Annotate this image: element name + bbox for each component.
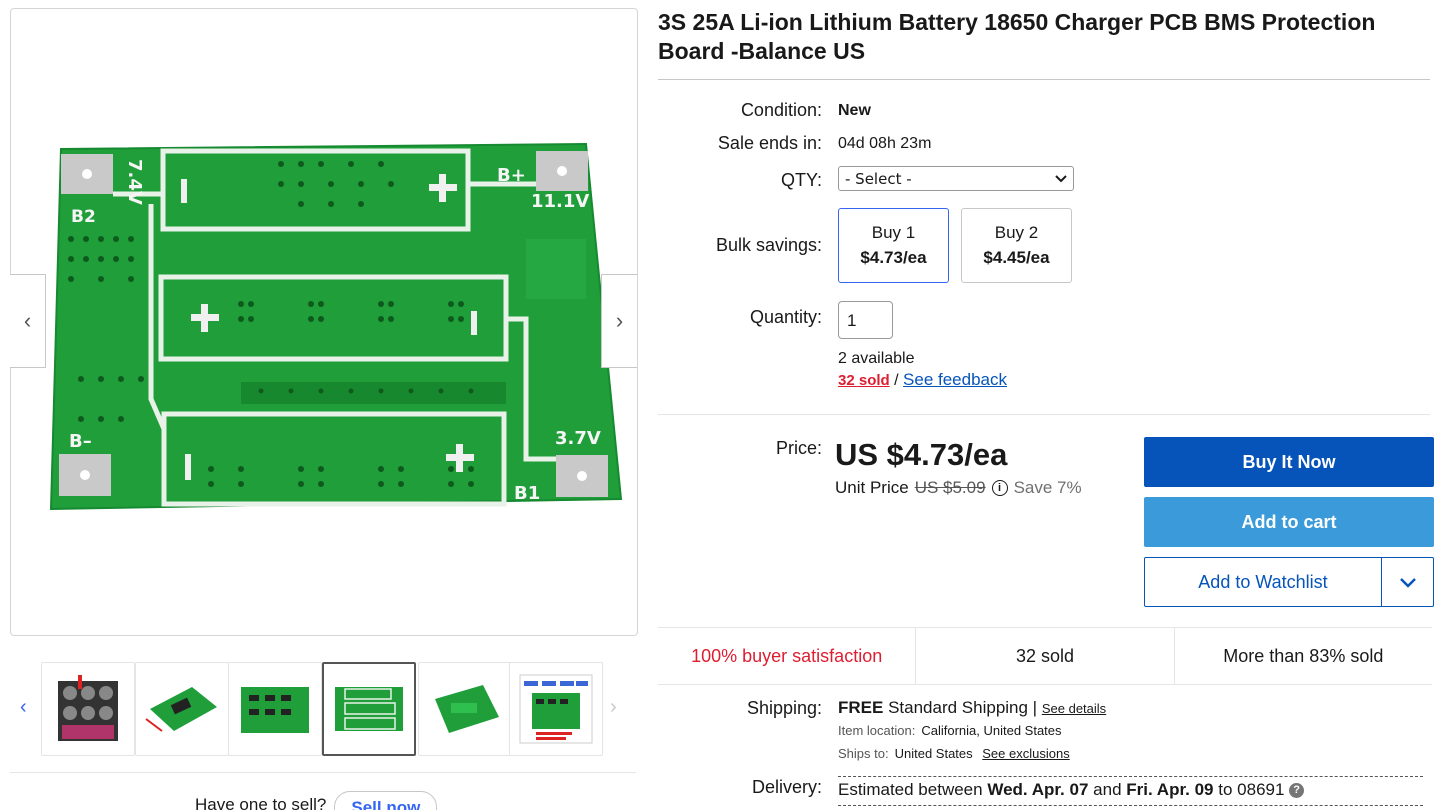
see-exclusions-link[interactable]: See exclusions — [982, 746, 1070, 761]
buyer-satisfaction-stat: 100% buyer satisfaction — [658, 628, 917, 684]
svg-text:B–: B– — [69, 431, 92, 452]
main-product-image[interactable]: 7.4V B+ 11.1V B2 B– 3.7V B1 — [10, 8, 638, 636]
pcb-angled-thumbnail-icon — [145, 687, 217, 732]
item-location-row: Item location: California, United States — [838, 723, 1062, 738]
price-value: US $4.73/ea — [835, 437, 1008, 472]
ships-to-value: United States — [894, 746, 973, 761]
chevron-right-icon: › — [610, 696, 617, 718]
chevron-down-icon — [1055, 174, 1067, 182]
qty-select[interactable]: - Select - — [838, 166, 1074, 191]
price-label: Price: — [775, 438, 822, 458]
qty-select-value: - Select - — [845, 169, 912, 188]
pcb-board-image: 7.4V B+ 11.1V B2 B– 3.7V B1 — [49, 142, 623, 511]
delivery-to: to — [1218, 780, 1233, 799]
shipping-label: Shipping: — [746, 698, 822, 718]
thumbnail-1[interactable] — [41, 662, 135, 756]
bulk-option-price: $4.45/ea — [983, 248, 1050, 267]
bulk-option-buy-1[interactable]: Buy 1 $4.73/ea — [838, 208, 949, 283]
shipping-free: FREE — [838, 698, 884, 717]
quantity-label: Quantity: — [749, 307, 822, 327]
see-details-link[interactable]: See details — [1041, 701, 1107, 716]
watchlist-control: Add to Watchlist — [1144, 557, 1434, 607]
sell-now-button[interactable]: Sell now — [334, 791, 438, 810]
svg-text:3.7V: 3.7V — [555, 428, 601, 449]
pcb-components-thumbnail-icon — [241, 687, 309, 733]
see-feedback-link[interactable]: See feedback — [903, 370, 1007, 389]
chevron-left-icon: ‹ — [20, 696, 27, 718]
svg-text:B2: B2 — [71, 207, 96, 227]
thumbnail-4-selected[interactable] — [322, 662, 416, 756]
condition-value: New — [838, 102, 871, 119]
shipping-method: Standard Shipping | — [888, 698, 1038, 717]
percent-sold-stat: More than 83% sold — [1223, 645, 1384, 666]
product-title: 3S 25A Li-ion Lithium Battery 18650 Char… — [658, 9, 1376, 64]
pcb-back-thumbnail-icon — [435, 685, 499, 733]
svg-text:B+: B+ — [497, 165, 526, 186]
divider — [658, 414, 1430, 415]
watchlist-dropdown-button[interactable] — [1381, 558, 1433, 606]
unit-price-label: Unit Price — [835, 478, 909, 497]
next-image-button[interactable]: › — [601, 274, 637, 368]
delivery-zip: 08691 — [1237, 780, 1285, 799]
svg-text:7.4V: 7.4V — [124, 159, 145, 205]
thumbnail-2[interactable] — [135, 662, 229, 756]
thumbnail-5[interactable] — [418, 662, 512, 756]
delivery-date-end: Fri. Apr. 09 — [1126, 780, 1214, 799]
chevron-right-icon: › — [615, 308, 624, 333]
sold-feedback-line: 32 sold / See feedback — [838, 370, 1007, 390]
sell-prompt-text: Have one to sell? — [195, 795, 327, 810]
sold-count-link[interactable]: 32 sold — [838, 372, 890, 389]
thumbnail-scroll-left-button[interactable]: ‹ — [20, 696, 27, 719]
thumbnail-3[interactable] — [228, 662, 322, 756]
buy-it-now-button[interactable]: Buy It Now — [1144, 437, 1434, 487]
svg-text:B1: B1 — [514, 483, 540, 504]
chevron-down-icon — [1399, 577, 1416, 588]
battery-pack-thumbnail-icon — [58, 675, 118, 741]
sold-count-stat: 32 sold — [916, 628, 1175, 684]
divider — [10, 772, 636, 773]
was-price: US $5.09 — [914, 478, 986, 497]
wiring-diagram-thumbnail-icon — [519, 674, 593, 744]
delivery-date-start: Wed. Apr. 07 — [987, 780, 1089, 799]
condition-label: Condition: — [740, 100, 822, 120]
divider — [658, 79, 1430, 80]
ships-to-row: Ships to: United States See exclusions — [838, 746, 1070, 761]
sale-ends-value: 04d 08h 23m — [838, 135, 932, 152]
chevron-left-icon: ‹ — [23, 308, 32, 333]
bulk-option-price: $4.73/ea — [860, 248, 927, 267]
thumbnail-scroll-right-button[interactable]: › — [610, 696, 617, 719]
pcb-front-thumbnail-icon — [335, 687, 403, 731]
quantity-input[interactable]: 1 — [838, 301, 893, 339]
delivery-label: Delivery: — [751, 777, 822, 797]
thumbnail-strip: ‹ — [14, 662, 634, 758]
delivery-prefix: Estimated between — [838, 780, 983, 799]
item-location-value: California, United States — [921, 723, 1062, 738]
thumbnail-6[interactable] — [509, 662, 603, 756]
delivery-and: and — [1093, 780, 1122, 799]
previous-image-button[interactable]: ‹ — [10, 274, 46, 368]
stats-row: 100% buyer satisfaction 32 sold More tha… — [658, 627, 1432, 685]
sell-one-row: Have one to sell? Sell now — [195, 791, 438, 810]
shipping-value: FREE Standard Shipping | See details — [838, 698, 1106, 718]
savings-text: Save 7% — [1013, 478, 1082, 497]
separator: / — [889, 372, 904, 389]
info-icon[interactable]: i — [991, 480, 1008, 496]
add-to-cart-button[interactable]: Add to cart — [1144, 497, 1434, 547]
help-icon[interactable]: ? — [1289, 782, 1305, 798]
bulk-option-buy-2[interactable]: Buy 2 $4.45/ea — [961, 208, 1072, 283]
item-location-label: Item location: — [838, 723, 916, 738]
bulk-option-title: Buy 2 — [994, 223, 1039, 242]
ships-to-label: Ships to: — [838, 746, 889, 761]
sale-ends-label: Sale ends in: — [717, 133, 822, 153]
add-to-watchlist-button[interactable]: Add to Watchlist — [1198, 571, 1328, 592]
delivery-estimate: Estimated between Wed. Apr. 07 and Fri. … — [838, 776, 1423, 806]
available-count: 2 available — [838, 350, 915, 367]
unit-price-row: Unit Price US $5.09 i Save 7% — [835, 478, 1082, 498]
svg-text:11.1V: 11.1V — [531, 191, 589, 212]
bulk-savings-label: Bulk savings: — [715, 235, 822, 255]
bulk-option-title: Buy 1 — [871, 223, 916, 242]
qty-label: QTY: — [780, 170, 822, 190]
